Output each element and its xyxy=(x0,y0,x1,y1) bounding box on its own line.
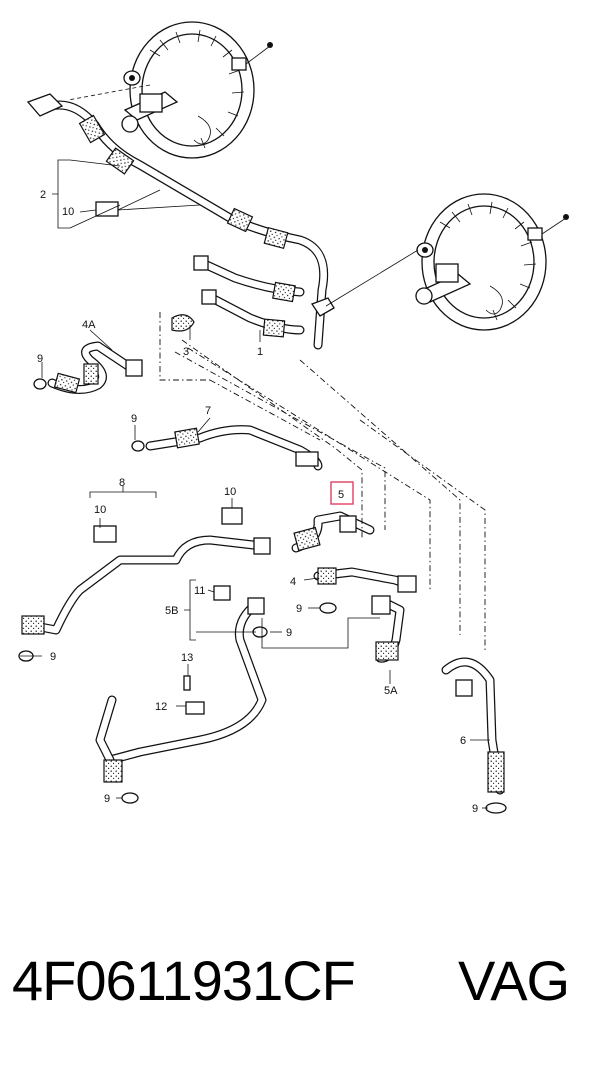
callout-9-d: 9 xyxy=(286,627,292,639)
callout-9-a: 9 xyxy=(37,353,43,365)
callout-6: 6 xyxy=(460,735,466,747)
hose-upper-assembly xyxy=(26,84,419,350)
highlight-box xyxy=(330,481,354,505)
hose-5 xyxy=(291,511,375,553)
brake-booster-lower xyxy=(415,193,569,331)
callout-2: 2 xyxy=(40,189,46,201)
hose-6 xyxy=(441,657,507,814)
callout-labels: 2 10 3 1 4A 9 9 7 8 10 10 5 4 9 11 5B 9 … xyxy=(37,189,478,815)
hose-5b xyxy=(95,597,268,804)
assembly-guide-lines xyxy=(159,312,486,650)
callout-10-left: 10 xyxy=(94,504,106,516)
callout-13: 13 xyxy=(181,652,193,664)
callout-9-f: 9 xyxy=(472,803,478,815)
callout-8: 8 xyxy=(119,477,125,489)
callout-5a: 5A xyxy=(384,685,398,697)
callout-11: 11 xyxy=(194,585,205,597)
hose-7 xyxy=(131,425,323,471)
callout-10-mid: 10 xyxy=(224,486,236,498)
callout-9-g: 9 xyxy=(104,793,110,805)
callout-10-top: 10 xyxy=(62,206,74,218)
callout-12: 12 xyxy=(155,701,167,713)
brand-name: VAG xyxy=(458,949,570,1012)
callout-4a: 4A xyxy=(82,319,96,331)
callout-9-b: 9 xyxy=(131,413,137,425)
callout-9-e: 9 xyxy=(50,651,56,663)
hose-4 xyxy=(313,567,417,593)
hose-5a xyxy=(371,595,405,663)
callout-3: 3 xyxy=(183,346,189,358)
callout-9-c: 9 xyxy=(296,603,302,615)
clip-parts xyxy=(93,507,337,715)
part-number: 4F0611931CF xyxy=(12,949,356,1012)
callout-7: 7 xyxy=(205,405,211,417)
hose-8 xyxy=(18,535,271,662)
callout-5b: 5B xyxy=(165,605,178,617)
brake-vacuum-hose-diagram: 2 10 3 1 4A 9 9 7 8 10 10 5 4 9 11 5B 9 … xyxy=(18,21,569,815)
brake-booster-upper xyxy=(121,21,273,159)
callout-5: 5 xyxy=(338,489,344,501)
callout-1: 1 xyxy=(257,346,263,358)
callout-4: 4 xyxy=(290,576,296,588)
hose-4a xyxy=(33,341,143,394)
leader-lines xyxy=(20,159,490,809)
